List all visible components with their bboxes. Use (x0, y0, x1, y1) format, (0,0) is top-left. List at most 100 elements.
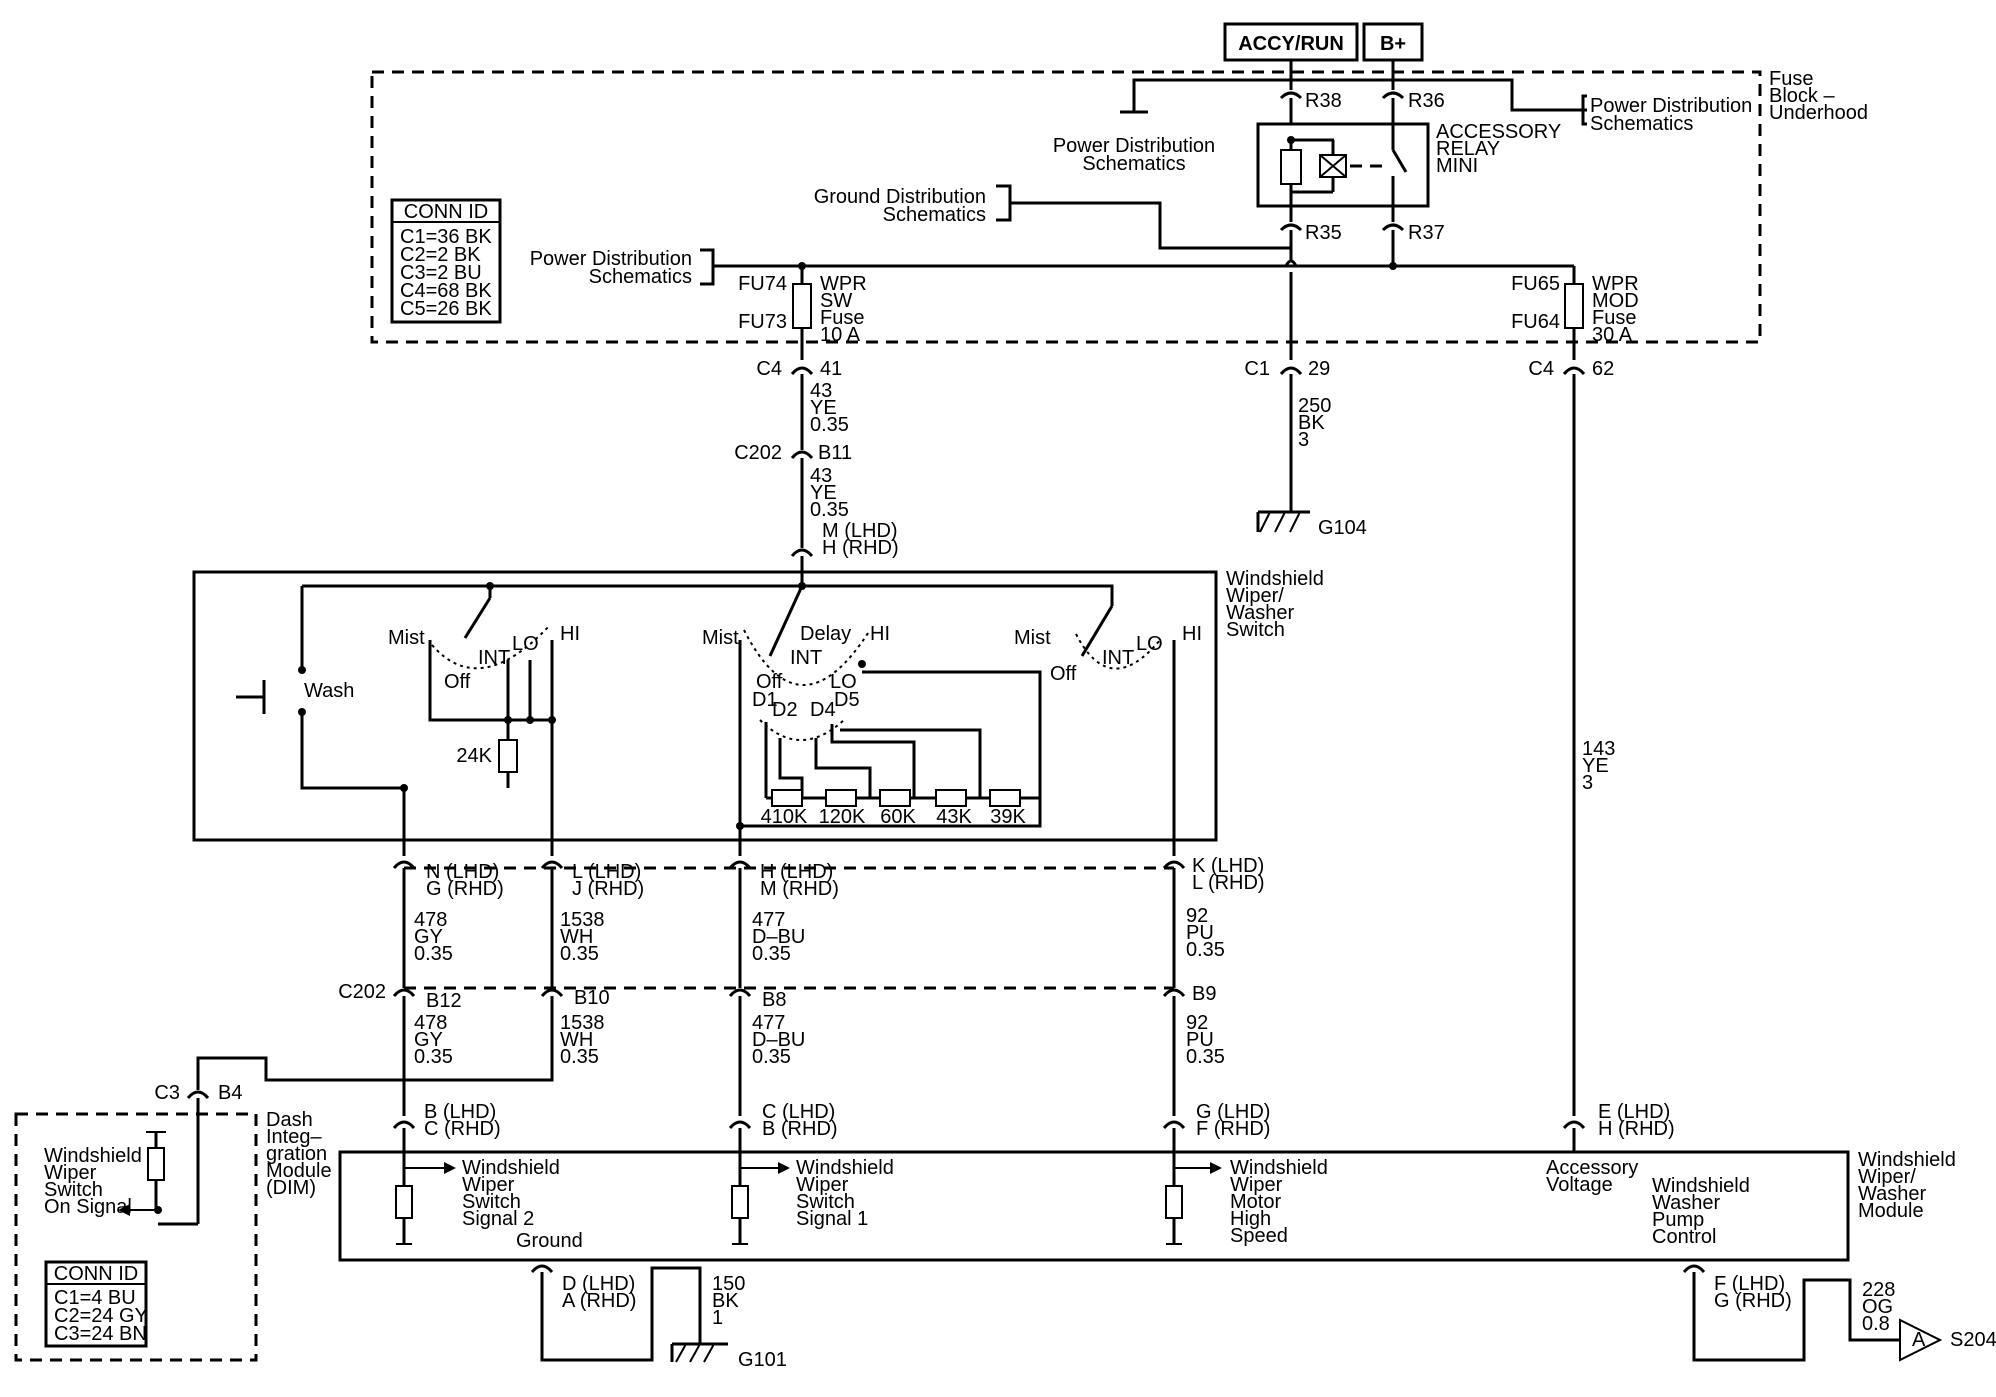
svg-text:INT: INT (1102, 647, 1134, 669)
svg-text:Pump: Pump (1652, 1209, 1704, 1231)
svg-text:D–BU: D–BU (752, 1029, 805, 1051)
svg-text:C5=26 BK: C5=26 BK (400, 298, 492, 320)
svg-text:LO: LO (1136, 633, 1163, 655)
svg-text:C (LHD): C (LHD) (762, 1101, 835, 1123)
module-ground-label: Ground (516, 1230, 583, 1252)
svg-text:B (RHD): B (RHD) (762, 1118, 838, 1140)
svg-text:C2=24 GY: C2=24 GY (54, 1305, 148, 1327)
svg-text:Voltage: Voltage (1546, 1174, 1613, 1196)
wiper-washer-switch (192, 570, 1218, 842)
svg-text:(DIM): (DIM) (266, 1177, 316, 1199)
svg-text:Mist: Mist (702, 627, 739, 649)
svg-text:Motor: Motor (1230, 1191, 1281, 1213)
svg-text:Off: Off (756, 671, 783, 693)
wire-143-label: 143 YE 3 (1582, 738, 1615, 794)
svg-text:0.35: 0.35 (560, 1046, 599, 1068)
switch-group-left: Mist INT LO HI Off 24K (388, 586, 580, 788)
svg-text:Power Distribution: Power Distribution (1053, 135, 1215, 157)
svg-text:G104: G104 (1318, 517, 1367, 539)
svg-text:HI: HI (560, 623, 580, 645)
svg-text:39K: 39K (990, 806, 1026, 828)
svg-text:Accessory: Accessory (1546, 1157, 1638, 1179)
svg-text:Windshield: Windshield (44, 1145, 142, 1167)
svg-text:CONN ID: CONN ID (54, 1263, 138, 1285)
accy-run-supply: ACCY/RUN (1223, 22, 1359, 62)
svg-text:0.35: 0.35 (810, 499, 849, 521)
module-title: Windshield Wiper/ Washer Module (1858, 1149, 1956, 1222)
svg-text:1538: 1538 (560, 909, 605, 931)
wire-43-upper-label: 43 YE 0.35 (810, 380, 849, 436)
svg-text:WPR: WPR (1592, 273, 1639, 295)
svg-text:D1: D1 (752, 689, 778, 711)
svg-text:LO: LO (512, 633, 539, 655)
svg-text:Wiper/: Wiper/ (1858, 1166, 1916, 1188)
module-input-signal2: Windshield Wiper Switch Signal 2 (395, 1152, 560, 1245)
svg-text:YE: YE (810, 482, 837, 504)
svg-text:M (RHD): M (RHD) (760, 878, 839, 900)
svg-text:D5: D5 (834, 689, 860, 711)
svg-text:143: 143 (1582, 738, 1615, 760)
svg-text:Schematics: Schematics (883, 204, 986, 226)
svg-text:M (LHD): M (LHD) (822, 520, 898, 542)
dim-wiper-on-signal: Windshield Wiper Switch On Signal (44, 1098, 200, 1226)
module-pump-control: Windshield Washer Pump Control (1652, 1175, 1750, 1248)
svg-text:Block –: Block – (1769, 85, 1835, 107)
svg-text:Integ–: Integ– (266, 1126, 322, 1148)
svg-text:250: 250 (1298, 395, 1331, 417)
svg-text:HI: HI (1182, 623, 1202, 645)
svg-text:FU65: FU65 (1511, 273, 1560, 295)
svg-text:Switch: Switch (1226, 619, 1285, 641)
svg-text:C1=4 BU: C1=4 BU (54, 1287, 136, 1309)
svg-text:L (LHD): L (LHD) (572, 861, 641, 883)
svg-text:C4: C4 (756, 358, 782, 380)
svg-text:D2: D2 (772, 699, 798, 721)
svg-text:B9: B9 (1192, 983, 1216, 1005)
svg-text:G (RHD): G (RHD) (426, 878, 504, 900)
wash-switch: Wash (236, 680, 354, 716)
offpage-connector-a[interactable]: A S204 (1899, 1318, 1996, 1362)
svg-text:0.35: 0.35 (1186, 1046, 1225, 1068)
svg-text:B8: B8 (762, 989, 786, 1011)
svg-text:D (LHD): D (LHD) (562, 1273, 635, 1295)
svg-text:B11: B11 (818, 442, 852, 464)
svg-text:92: 92 (1186, 905, 1208, 927)
svg-text:F (RHD): F (RHD) (1196, 1118, 1270, 1140)
svg-text:Off: Off (1050, 663, 1077, 685)
svg-text:43: 43 (810, 465, 832, 487)
svg-text:0.35: 0.35 (810, 414, 849, 436)
module-input-high-speed: Windshield Wiper Motor High Speed (1165, 1152, 1328, 1247)
svg-text:43K: 43K (936, 806, 972, 828)
svg-text:G (RHD): G (RHD) (1714, 1290, 1792, 1312)
svg-text:Switch: Switch (462, 1191, 521, 1213)
svg-text:Power Distribution: Power Distribution (1590, 95, 1752, 117)
svg-text:Off: Off (444, 671, 471, 693)
svg-text:WH: WH (560, 926, 593, 948)
fuse-block-boundary (370, 70, 1762, 344)
wire-1538-upper-label: 1538 WH 0.35 (560, 909, 605, 965)
pwr-dist-ref-2: Power Distribution Schematics (1590, 95, 1752, 135)
svg-text:Switch: Switch (796, 1191, 855, 1213)
svg-text:92: 92 (1186, 1012, 1208, 1034)
wire-1538-lower-label: 1538 WH 0.35 (560, 1012, 605, 1068)
pwr-dist-ref-1: Power Distribution Schematics (1053, 135, 1215, 175)
svg-text:30 A: 30 A (1592, 324, 1633, 346)
svg-text:FU64: FU64 (1511, 311, 1560, 333)
svg-text:Windshield: Windshield (462, 1157, 560, 1179)
svg-text:gration: gration (266, 1143, 327, 1165)
svg-text:INT: INT (478, 647, 510, 669)
svg-text:A (RHD): A (RHD) (562, 1290, 636, 1312)
svg-text:0.8: 0.8 (1862, 1313, 1890, 1335)
dim-boundary (14, 1112, 258, 1362)
svg-text:D4: D4 (810, 699, 836, 721)
svg-text:Control: Control (1652, 1226, 1716, 1248)
svg-text:62: 62 (1592, 358, 1614, 380)
svg-text:PU: PU (1186, 1029, 1214, 1051)
svg-text:RELAY: RELAY (1436, 138, 1500, 160)
svg-text:29: 29 (1308, 358, 1330, 380)
svg-text:L (RHD): L (RHD) (1192, 872, 1265, 894)
conn-id-table-fuse: CONN ID C1=36 BK C2=2 BK C3=2 BU C4=68 B… (390, 198, 502, 324)
svg-text:C4=68 BK: C4=68 BK (400, 280, 492, 302)
svg-text:Fuse: Fuse (1592, 307, 1636, 329)
svg-text:FU73: FU73 (738, 311, 787, 333)
